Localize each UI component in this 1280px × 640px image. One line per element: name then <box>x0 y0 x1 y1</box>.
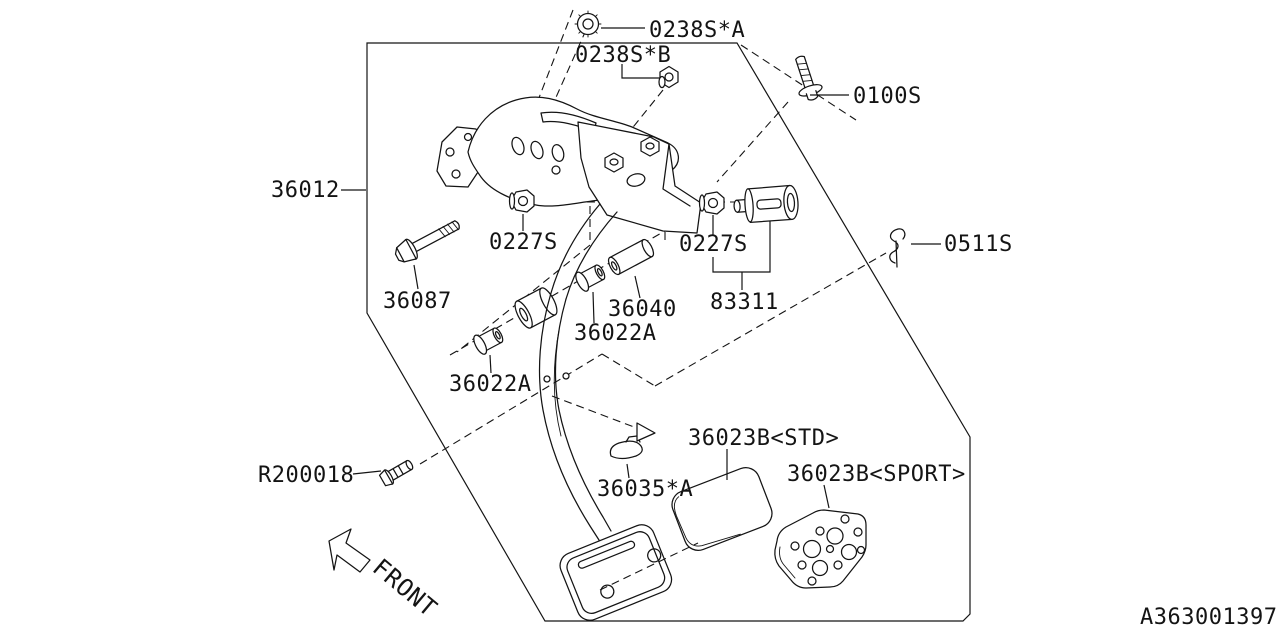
drawing-number: A363001397 <box>1140 605 1277 630</box>
pedal-pad <box>559 524 673 621</box>
part-label-r200018: R200018 <box>258 463 354 488</box>
spacer-36040 <box>607 238 655 276</box>
pedal-arm <box>514 287 612 541</box>
part-label-0227s-left: 0227S <box>489 230 558 255</box>
part-labels: 0238S*A 0238S*B 0100S 36012 0227S 0227S … <box>258 18 1013 502</box>
bolt-r200018 <box>378 459 414 487</box>
part-label-0238s-b: 0238S*B <box>575 43 671 68</box>
part-label-83311: 83311 <box>710 290 779 315</box>
pad-cover-std <box>671 467 773 551</box>
pad-axis-line <box>599 542 699 591</box>
pedal-bracket-assembly <box>436 96 702 300</box>
part-label-36087: 36087 <box>383 289 452 314</box>
pad-cover-sport <box>774 509 867 589</box>
insert-direction-arrowhead <box>636 422 656 442</box>
part-label-0511s: 0511S <box>944 232 1013 257</box>
leader-lines <box>341 27 941 509</box>
front-indicator: FRONT <box>328 528 442 623</box>
diagram-border <box>366 42 971 622</box>
nut-0227s-left <box>508 189 535 213</box>
bolt-0100s <box>795 55 823 101</box>
bolt-36087 <box>394 220 460 263</box>
part-label-36022a-upper: 36022A <box>574 321 656 346</box>
part-label-36023b-std: 36023B<STD> <box>688 426 839 451</box>
part-label-36035a: 36035*A <box>597 477 693 502</box>
bushing-36022a-upper <box>575 264 606 292</box>
front-arrow-icon <box>328 528 371 573</box>
nut-0238sa <box>574 10 602 38</box>
nut-0227s-right <box>698 191 725 215</box>
part-label-0227s-right: 0227S <box>679 232 748 257</box>
part-label-0100s: 0100S <box>853 84 922 109</box>
part-label-36022a-lower: 36022A <box>449 372 531 397</box>
bushing-36022a-lower <box>473 327 504 355</box>
part-label-36023b-sport: 36023B<SPORT> <box>787 462 966 487</box>
front-label: FRONT <box>367 553 442 622</box>
clip-0511s <box>889 228 906 268</box>
nut-0238sb <box>658 65 679 89</box>
part-label-36040: 36040 <box>608 297 677 322</box>
part-label-36012: 36012 <box>271 178 340 203</box>
stop-lamp-switch-83311 <box>733 184 799 223</box>
part-label-0238s-a: 0238S*A <box>649 18 745 43</box>
